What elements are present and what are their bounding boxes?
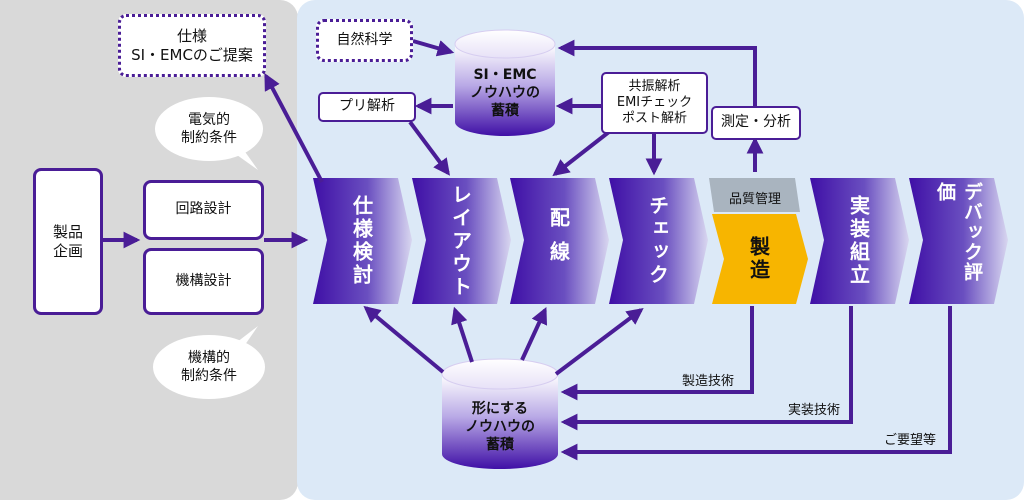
product-planning-line2: 企画 xyxy=(52,241,83,260)
step-check: チェック xyxy=(645,195,670,287)
step-chevrons xyxy=(313,178,1008,304)
cylinder-si-emc xyxy=(454,29,556,136)
form-store-line2: ノウハウの xyxy=(465,419,535,436)
natural-science-box: 自然科学 xyxy=(316,19,413,62)
si-emc-store-line2: ノウハウの xyxy=(470,85,540,102)
arrow-science-to-store xyxy=(412,39,455,57)
mechanical-constraints-line1: 機構的 xyxy=(188,349,230,366)
form-store-line1: 形にする xyxy=(471,401,529,417)
mechanism-design-box: 機構設計 xyxy=(143,248,264,315)
step-spec-review: 仕様検討 xyxy=(349,195,374,287)
arrow-requests-feedback xyxy=(560,306,952,461)
arrow-preanalysis-to-layout xyxy=(408,120,451,176)
electrical-constraints-bubble: 電気的制約条件 xyxy=(155,97,263,161)
arrow-form-to-layout xyxy=(451,306,474,363)
electrical-constraints-line2: 制約条件 xyxy=(181,130,237,146)
chevron-quality-header xyxy=(709,178,800,212)
cylinder-form xyxy=(441,358,559,469)
chevron-spec-review xyxy=(313,178,412,304)
chevron-assembly xyxy=(810,178,909,304)
step-debug-evaluation: デバック評価 xyxy=(921,182,997,300)
arrow-analysis-to-wiring xyxy=(552,126,616,177)
manufacturing-tech-label: 製造技術 xyxy=(682,374,735,389)
step-assembly: 実装組立 xyxy=(846,195,871,287)
arrow-spec-to-proposal xyxy=(264,73,324,183)
analysis-line1: 共振解析 xyxy=(628,78,681,94)
form-store-line3: 蓄積 xyxy=(486,437,514,454)
si-emc-store-label: SI・EMC ノウハウの 蓄積 xyxy=(455,66,555,121)
si-emc-store-line3: 蓄積 xyxy=(491,103,519,120)
arrow-form-to-wiring xyxy=(520,306,548,361)
arrow-form-to-spec xyxy=(363,305,445,374)
si-emc-store-line1: SI・EMC xyxy=(473,67,537,83)
mechanical-constraints-line2: 制約条件 xyxy=(181,368,237,384)
arrow-measurement-to-store xyxy=(557,39,757,106)
chevron-layout xyxy=(412,178,511,304)
measurement-label: 測定・分析 xyxy=(721,114,791,131)
proposal-line1: 仕様 xyxy=(176,26,207,45)
electrical-constraints-line1: 電気的 xyxy=(188,111,230,128)
chevron-manufacturing xyxy=(712,214,808,304)
analysis-line2: EMIチェック xyxy=(616,94,693,110)
pre-analysis-box: プリ解析 xyxy=(318,92,416,122)
arrows xyxy=(103,39,952,461)
arrow-manufacturing-feedback xyxy=(560,306,754,401)
form-store-label: 形にする ノウハウの 蓄積 xyxy=(442,400,558,455)
circuit-design-label: 回路設計 xyxy=(175,201,232,218)
proposal-line2: SI・EMCのご提案 xyxy=(131,45,253,64)
pre-analysis-label: プリ解析 xyxy=(339,98,395,115)
step-debug-evaluation-text: デバック評価 xyxy=(934,182,983,282)
assembly-tech-label: 実装技術 xyxy=(788,403,841,418)
quality-control-label: 品質管理 xyxy=(728,192,781,207)
natural-science-label: 自然科学 xyxy=(336,31,393,48)
mechanical-constraints-bubble: 機構的制約条件 xyxy=(153,335,265,399)
chevron-wiring xyxy=(510,178,609,304)
step-layout: レイアウト xyxy=(448,183,473,299)
requests-label: ご要望等 xyxy=(884,433,937,448)
step-manufacturing: 製造 xyxy=(746,236,771,282)
chevron-check xyxy=(609,178,708,304)
circuit-design-box: 回路設計 xyxy=(143,180,264,240)
product-planning-box: 製品企画 xyxy=(33,168,103,315)
arrow-assembly-feedback xyxy=(560,306,853,431)
measurement-box: 測定・分析 xyxy=(711,106,801,140)
arrow-form-to-check xyxy=(554,307,644,376)
chevron-debug xyxy=(909,178,1008,304)
analysis-line3: ポスト解析 xyxy=(621,111,687,127)
mechanism-design-label: 機構設計 xyxy=(175,272,232,289)
product-planning-line1: 製品 xyxy=(52,222,83,241)
step-wiring: 配線 xyxy=(546,207,571,275)
